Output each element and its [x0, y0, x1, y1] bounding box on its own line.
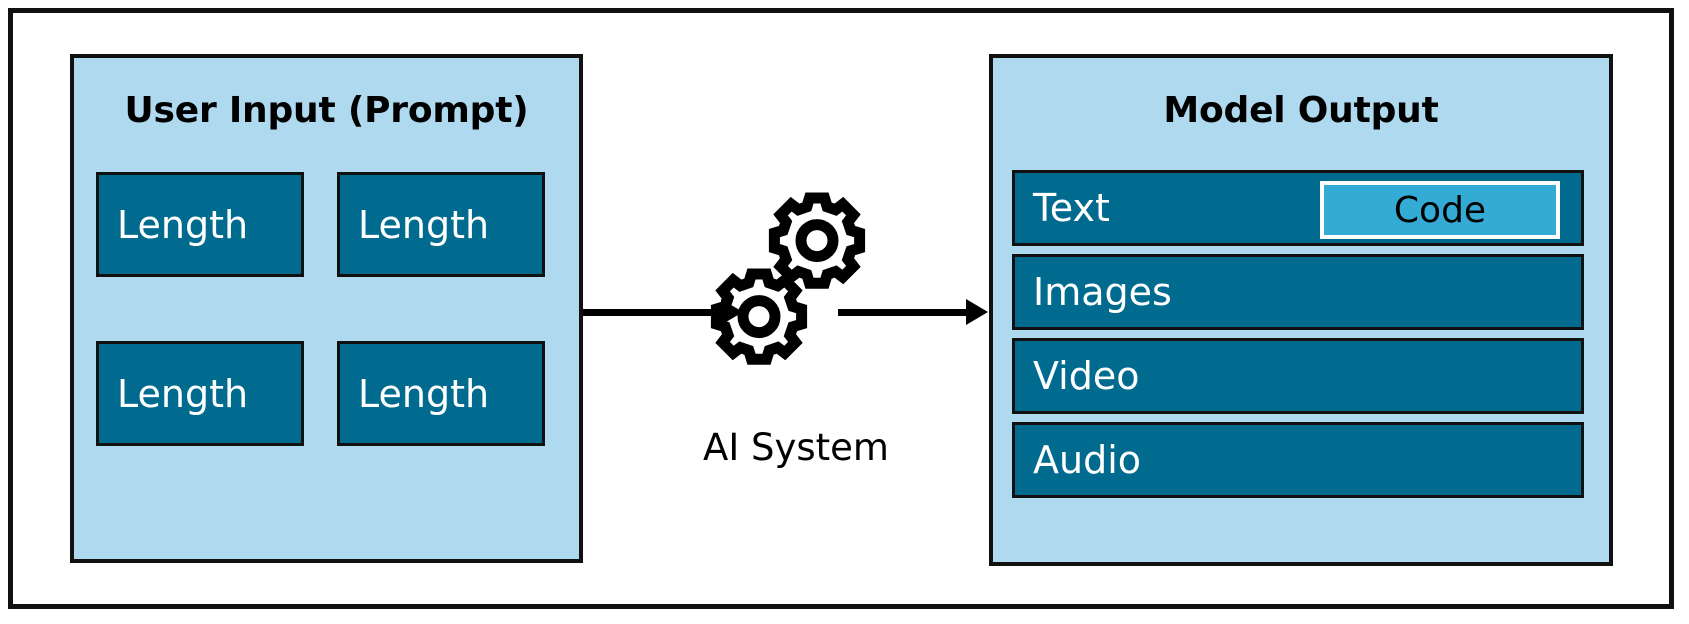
input-length-chip-1-label: Length — [117, 202, 249, 247]
input-length-chip-4[interactable]: Length — [337, 341, 545, 446]
output-row-text-label: Text — [1033, 186, 1110, 230]
input-length-chip-2-label: Length — [358, 202, 490, 247]
ai-system-label: AI System — [703, 426, 889, 469]
output-row-images-label: Images — [1033, 270, 1172, 314]
user-input-panel-title: User Input (Prompt) — [124, 90, 529, 131]
output-row-audio-label: Audio — [1033, 438, 1142, 482]
model-output-panel-title: Model Output — [1163, 90, 1439, 131]
ai-to-output-arrow — [838, 299, 988, 325]
output-row-images[interactable]: Images — [1012, 254, 1584, 330]
output-row-video-label: Video — [1033, 354, 1140, 398]
ai-system-group: AI System — [686, 188, 906, 478]
gears-icon — [710, 192, 866, 365]
output-row-text[interactable]: Text Code — [1012, 170, 1584, 246]
output-row-video[interactable]: Video — [1012, 338, 1584, 414]
user-input-panel: User Input (Prompt) Length Length Length… — [70, 54, 583, 563]
model-output-panel: Model Output Text Code Images Video Audi… — [989, 54, 1613, 566]
input-length-chip-1[interactable]: Length — [96, 172, 304, 277]
input-length-chip-2[interactable]: Length — [337, 172, 545, 277]
output-row-audio[interactable]: Audio — [1012, 422, 1584, 498]
input-length-chip-4-label: Length — [358, 371, 490, 416]
input-length-chip-3-label: Length — [117, 371, 249, 416]
output-code-highlight-chip[interactable]: Code — [1320, 181, 1560, 239]
input-length-chip-3[interactable]: Length — [96, 341, 304, 446]
output-code-highlight-label: Code — [1393, 189, 1487, 231]
